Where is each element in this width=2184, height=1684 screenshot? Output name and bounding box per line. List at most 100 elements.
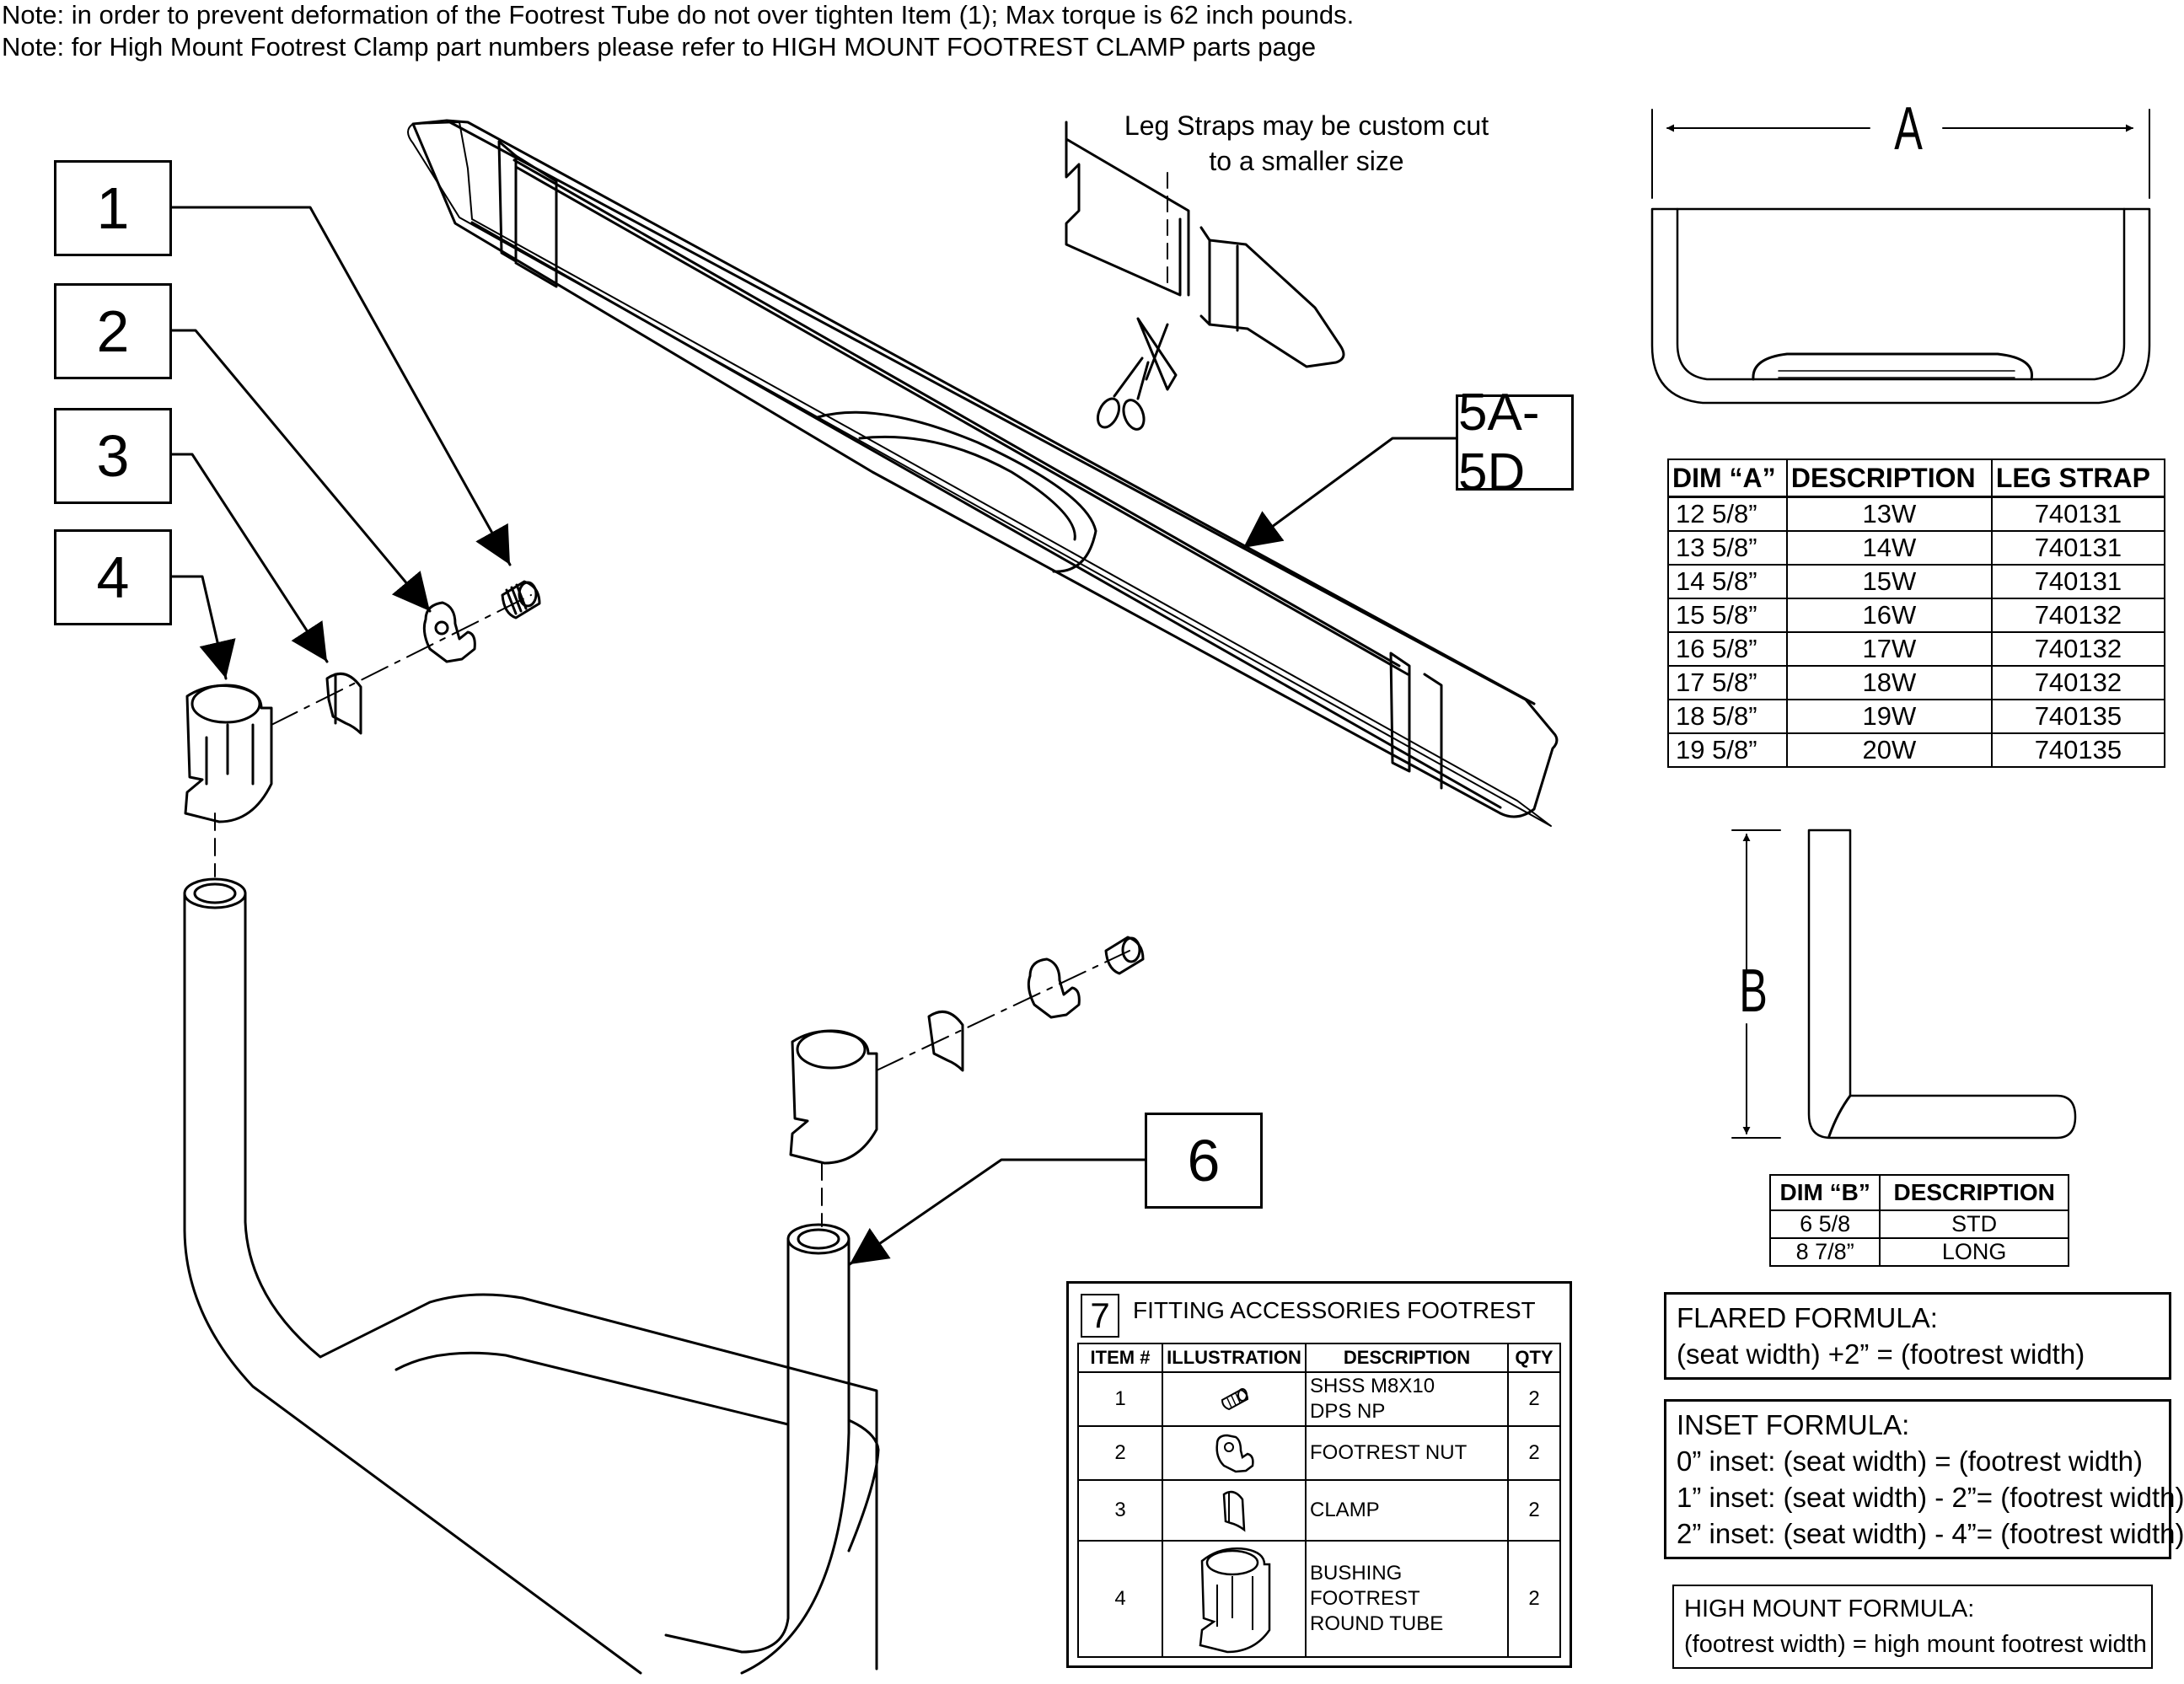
fitting-accessories-box: 7 FITTING ACCESSORIES FOOTREST ITEM # IL… — [1066, 1281, 1572, 1668]
cell-illustration — [1162, 1371, 1307, 1427]
header-leg-strap: LEG STRAP — [1990, 459, 2166, 498]
cell-description: 18W — [1785, 665, 1993, 700]
screw-lower — [1104, 936, 1145, 975]
cell-dim: 16 5/8” — [1667, 631, 1788, 667]
cell-leg-strap: 740132 — [1990, 598, 2166, 633]
inset-formula-line: 1” inset: (seat width) - 2”= (footrest w… — [1677, 1482, 2184, 1513]
leg-strap-note-line2: to a smaller size — [1209, 146, 1404, 176]
table-row: 4 BUSHING FOOTREST ROUND TUBE 2 — [1077, 1540, 1561, 1658]
scissors-icon — [1096, 317, 1178, 431]
cell-description: 16W — [1785, 598, 1993, 633]
dimension-a-drawing — [1650, 109, 2151, 405]
cell-dim: 14 5/8” — [1667, 564, 1788, 599]
footrest-tube — [183, 877, 880, 1675]
description-line: ROUND TUBE — [1310, 1612, 1444, 1635]
cell-description: 15W — [1785, 564, 1993, 599]
inset-formula-line: 0” inset: (seat width) = (footrest width… — [1677, 1445, 2143, 1477]
cell-dim: 6 5/8 — [1768, 1209, 1881, 1239]
nut-upper — [422, 601, 476, 663]
table-header-row: ITEM # ILLUSTRATION DESCRIPTION QTY — [1077, 1343, 1561, 1373]
footrest-plate — [407, 119, 1559, 827]
header-description: DESCRIPTION — [1879, 1174, 2069, 1211]
cell-description: LONG — [1879, 1237, 2069, 1267]
cell-qty: 2 — [1507, 1371, 1561, 1427]
cell-dim: 15 5/8” — [1667, 598, 1788, 633]
high-mount-formula-box: HIGH MOUNT FORMULA: (footrest width) = h… — [1672, 1585, 2153, 1669]
description-line: FOOTREST — [1310, 1587, 1420, 1610]
inset-formula-line: 2” inset: (seat width) - 4”= (footrest w… — [1677, 1518, 2184, 1549]
inset-formula-box: INSET FORMULA: 0” inset: (seat width) = … — [1664, 1399, 2184, 1559]
cell-description: 14W — [1785, 530, 1993, 566]
cell-leg-strap: 740135 — [1990, 732, 2166, 768]
header-description: DESCRIPTION — [1305, 1343, 1509, 1373]
table-row: 2 FOOTREST NUT 2 — [1077, 1425, 1561, 1481]
cell-illustration — [1162, 1479, 1307, 1542]
callout-6: 6 — [1145, 1113, 1263, 1209]
cell-leg-strap: 740135 — [1990, 699, 2166, 734]
dimension-a-label: A — [1894, 95, 1923, 163]
fitting-title: FITTING ACCESSORIES FOOTREST — [1133, 1297, 1536, 1323]
cell-description: 17W — [1785, 631, 1993, 667]
fitting-table: ITEM # ILLUSTRATION DESCRIPTION QTY 1 SH… — [1077, 1343, 1561, 1658]
callout-4: 4 — [54, 529, 172, 625]
cell-description: 19W — [1785, 699, 1993, 734]
fitting-item-number: 7 — [1081, 1294, 1119, 1338]
bushing-icon — [1199, 1547, 1271, 1654]
cell-qty: 2 — [1507, 1540, 1561, 1658]
description-line: CLAMP — [1310, 1499, 1380, 1521]
header-description: DESCRIPTION — [1785, 459, 1993, 498]
cell-description: CLAMP — [1305, 1479, 1509, 1542]
cell-illustration — [1162, 1540, 1307, 1658]
cell-description: 13W — [1785, 496, 1993, 532]
cell-dim: 12 5/8” — [1667, 496, 1788, 532]
cell-item: 4 — [1077, 1540, 1163, 1658]
clamp-icon — [1222, 1490, 1246, 1532]
cell-dim: 17 5/8” — [1667, 665, 1788, 700]
cell-dim: 18 5/8” — [1667, 699, 1788, 734]
cell-description: SHSS M8X10 DPS NP — [1305, 1371, 1509, 1427]
callout-3: 3 — [54, 408, 172, 504]
leg-strap-note: Leg Straps may be custom cut to a smalle… — [1087, 108, 1526, 179]
clamp-upper — [325, 672, 362, 735]
header-dim-b: DIM “B” — [1768, 1174, 1881, 1211]
header-dim-a: DIM “A” — [1667, 459, 1788, 498]
bushing-upper — [184, 684, 273, 823]
flared-formula-title: FLARED FORMULA: — [1677, 1302, 1938, 1333]
cell-dim: 19 5/8” — [1667, 732, 1788, 768]
cell-description: 20W — [1785, 732, 1993, 768]
high-mount-formula-line: (footrest width) = high mount footrest w… — [1684, 1631, 2147, 1658]
clamp-lower — [927, 1010, 964, 1072]
header-item: ITEM # — [1077, 1343, 1163, 1373]
cell-qty: 2 — [1507, 1425, 1561, 1481]
description-line: BUSHING — [1310, 1562, 1403, 1585]
nut-lower — [1027, 957, 1081, 1019]
leg-strap-note-line1: Leg Straps may be custom cut — [1124, 110, 1489, 141]
cell-leg-strap: 740131 — [1990, 496, 2166, 532]
cell-dim: 13 5/8” — [1667, 530, 1788, 566]
cell-item: 3 — [1077, 1479, 1163, 1542]
cell-leg-strap: 740131 — [1990, 564, 2166, 599]
cell-item: 1 — [1077, 1371, 1163, 1427]
callout-2: 2 — [54, 283, 172, 379]
leg-strap-illustration — [1065, 121, 1345, 431]
dim-a-table: DIM “A” DESCRIPTION LEG STRAP 12 5/8”13W… — [1667, 459, 2166, 768]
bushing-lower — [789, 1029, 878, 1165]
description-line: DPS NP — [1310, 1400, 1386, 1423]
dimension-b-drawing — [1731, 829, 2077, 1140]
screw-upper — [501, 580, 541, 619]
header-qty: QTY — [1507, 1343, 1561, 1373]
cell-leg-strap: 740132 — [1990, 665, 2166, 700]
table-header-row: DIM “A” DESCRIPTION LEG STRAP — [1667, 459, 2166, 498]
inset-formula-title: INSET FORMULA: — [1677, 1409, 1910, 1440]
cell-description: FOOTREST NUT — [1305, 1425, 1509, 1481]
flared-formula-box: FLARED FORMULA: (seat width) +2” = (foot… — [1664, 1292, 2171, 1380]
